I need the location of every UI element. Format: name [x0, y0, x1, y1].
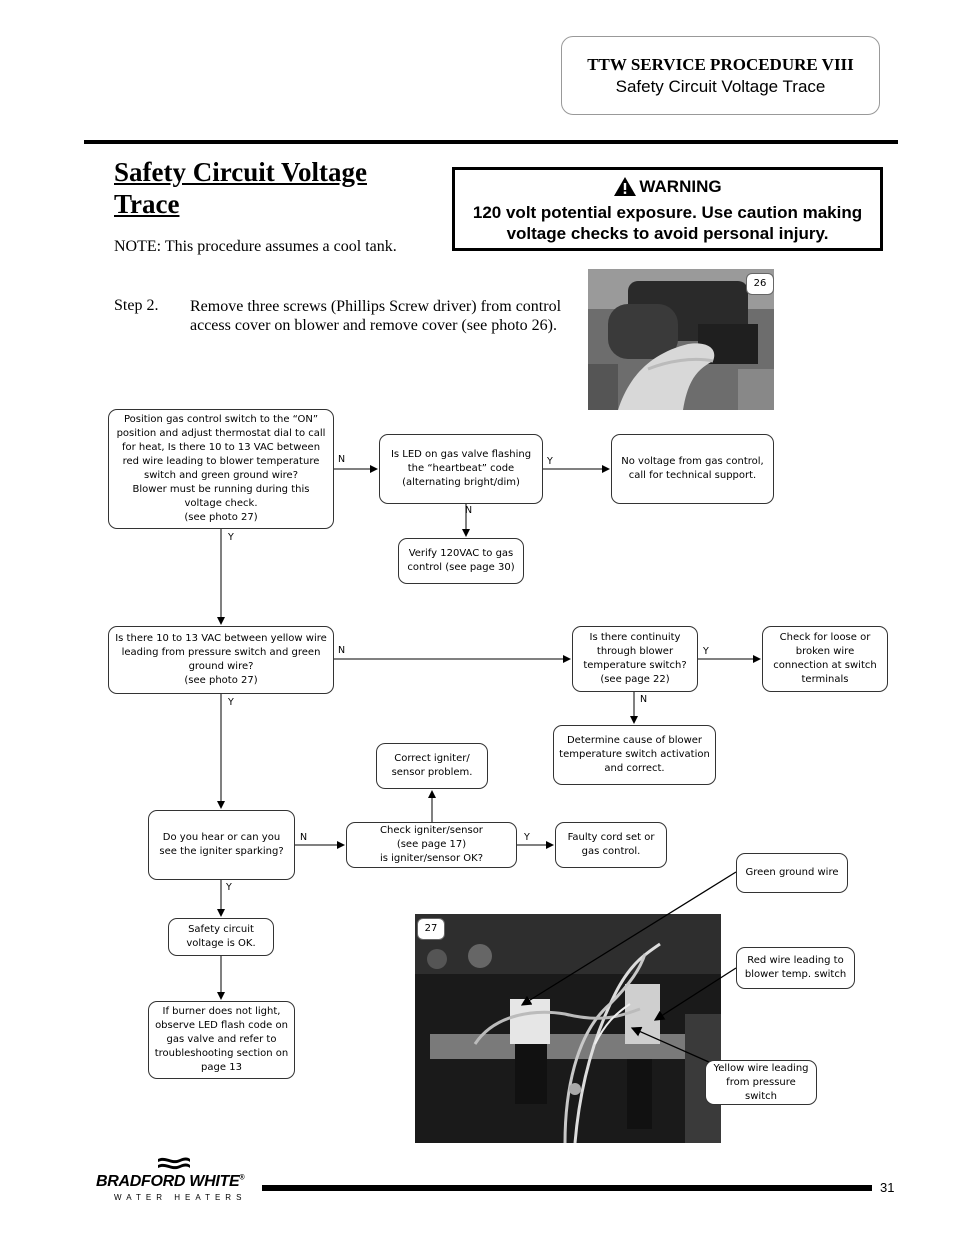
callout-red-wire: Red wire leading to blower temp. switch	[736, 947, 855, 989]
box-safety-ok: Safety circuit voltage is OK.	[168, 918, 274, 956]
box-check-igniter: Check igniter/sensor (see page 17) is ig…	[346, 822, 517, 868]
photo-26-number: 26	[746, 273, 774, 295]
warning-text: 120 volt potential exposure. Use caution…	[472, 203, 863, 243]
step-text: Remove three screws (Phillips Screw driv…	[190, 298, 562, 334]
step-label: Step 2.	[114, 297, 159, 314]
photo-26-image	[588, 269, 774, 410]
box-igniter-sparking: Do you hear or can you see the igniter s…	[148, 810, 295, 880]
box-loose-wire: Check for loose or broken wire connectio…	[762, 626, 888, 692]
note-text: NOTE: This procedure assumes a cool tank…	[114, 238, 397, 255]
box-burner-not-light: If burner does not light, observe LED fl…	[148, 1001, 295, 1079]
header-subtitle: Safety Circuit Voltage Trace	[615, 77, 826, 96]
label-yes: Y	[524, 832, 530, 843]
label-no: N	[338, 645, 346, 656]
label-no: N	[338, 454, 346, 465]
box-verify-120vac: Verify 120VAC to gas control (see page 3…	[398, 538, 524, 584]
page-title: Safety Circuit Voltage Trace	[114, 157, 367, 219]
box-determine-cause: Determine cause of blower temperature sw…	[553, 725, 716, 785]
box-correct-igniter: Correct igniter/ sensor problem.	[376, 743, 488, 789]
header-box: TTW SERVICE PROCEDURE VIII Safety Circui…	[561, 36, 880, 115]
photo-26: 26	[588, 269, 774, 410]
logo-brand-text: BRADFORD WHITE	[96, 1173, 240, 1190]
label-yes: Y	[228, 697, 234, 708]
box-gas-control-check: Position gas control switch to the “ON” …	[108, 409, 334, 529]
callout-yellow-wire: Yellow wire leading from pressure switch	[705, 1060, 817, 1105]
label-yes: Y	[226, 882, 232, 893]
warning-triangle-icon	[614, 177, 637, 196]
photo-27-image	[415, 914, 721, 1143]
logo-subtext: WATER HEATERS	[114, 1193, 247, 1202]
footer-rule	[262, 1185, 872, 1191]
box-continuity: Is there continuity through blower tempe…	[572, 626, 698, 692]
box-no-voltage: No voltage from gas control, call for te…	[611, 434, 774, 504]
label-no: N	[640, 694, 648, 705]
logo-brand-name: BRADFORD WHITE®	[96, 1173, 244, 1191]
header-rule	[84, 140, 898, 144]
label-yes: Y	[703, 646, 709, 657]
header-title: TTW SERVICE PROCEDURE VIII	[587, 55, 854, 74]
label-no: N	[300, 832, 308, 843]
box-yellow-wire-check: Is there 10 to 13 VAC between yellow wir…	[108, 626, 334, 694]
box-faulty-cord: Faulty cord set or gas control.	[555, 822, 667, 868]
warning-box: WARNING 120 volt potential exposure. Use…	[452, 167, 883, 251]
callout-green-ground: Green ground wire	[736, 853, 848, 893]
warning-heading: WARNING	[639, 177, 722, 196]
photo-27-number: 27	[417, 918, 445, 940]
box-led-heartbeat: Is LED on gas valve flashing the “heartb…	[379, 434, 543, 504]
label-yes: Y	[547, 456, 553, 467]
logo-flag-icon	[158, 1157, 190, 1170]
logo-registered-mark: ®	[239, 1174, 245, 1182]
label-no: N	[465, 505, 473, 516]
page-number: 31	[880, 1180, 895, 1195]
photo-27: 27	[415, 914, 721, 1143]
label-yes: Y	[228, 532, 234, 543]
